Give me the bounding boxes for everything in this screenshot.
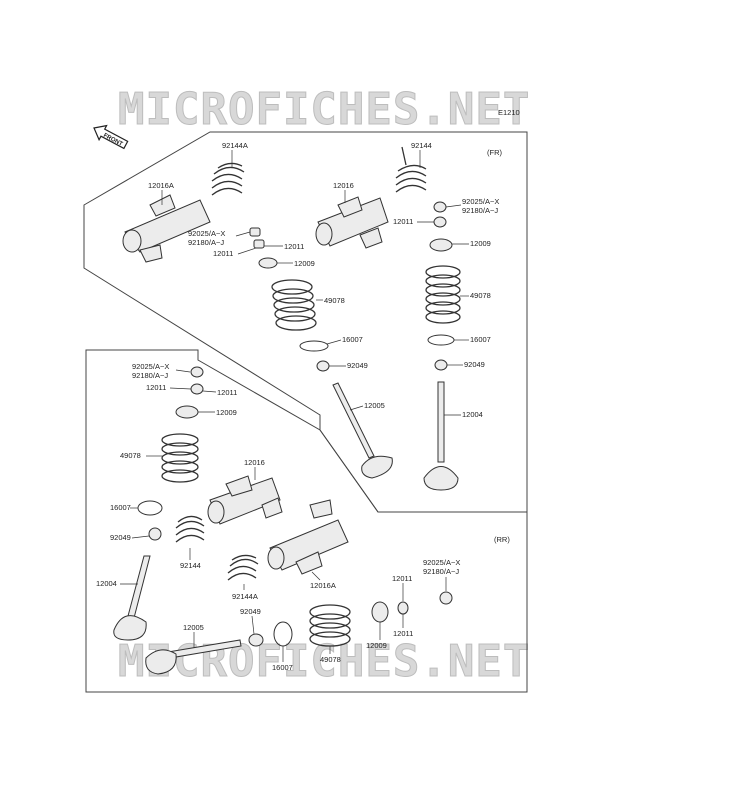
valve-spring-49078-fr-left — [271, 279, 317, 331]
cap-rr-left — [190, 366, 204, 378]
cap-fr-right — [433, 201, 447, 213]
label-12004-fr: 12004 — [462, 410, 483, 419]
label-12011b-rr-left: 12011 — [217, 388, 237, 397]
valve-spring-49078-fr-right — [425, 265, 461, 324]
seal-rr-left — [148, 527, 162, 541]
valve-12004-fr — [423, 381, 459, 491]
label-92049-fr-right: 92049 — [464, 360, 485, 369]
label-12009-fr-right: 12009 — [470, 239, 491, 248]
torsion-spring-92144A-rr — [227, 554, 259, 581]
seal-fr-left — [316, 360, 330, 372]
retainer-rr-right — [371, 601, 389, 623]
rocker-arm-12016A-rr — [267, 499, 349, 575]
label-49078-fr-left: 49078 — [324, 296, 345, 305]
label-16007-fr-left: 16007 — [342, 335, 363, 344]
label-16007-rr-left: 16007 — [110, 503, 131, 512]
label-92049-rr-bottom: 92049 — [240, 607, 261, 616]
keeper-rr-left — [190, 383, 204, 395]
watermark-top: MICROFICHES.NET — [118, 84, 530, 135]
label-92144-fr: 92144 — [411, 141, 432, 150]
keeper-rr-right — [397, 601, 409, 615]
label-92049-fr-left: 92049 — [347, 361, 368, 370]
label-12011-rr-right: 12011 — [392, 574, 412, 583]
label-16007-fr-right: 16007 — [470, 335, 491, 344]
rocker-arm-12016-fr — [315, 196, 389, 249]
label-12009-rr-right: 12009 — [366, 641, 387, 650]
valve-12005-rr — [145, 639, 242, 675]
label-12009-rr-left: 12009 — [216, 408, 237, 417]
label-12011b-rr-right: 12011 — [393, 629, 413, 638]
section-rr-label: (RR) — [494, 535, 510, 544]
label-12005-rr: 12005 — [183, 623, 204, 632]
cap-rr-right — [439, 591, 453, 605]
label-12005-fr: 12005 — [364, 401, 385, 410]
label-92049-rr-left: 92049 — [110, 533, 131, 542]
label-92144A-rr: 92144A — [232, 592, 258, 601]
label-12011-fr-right: 12011 — [393, 217, 413, 226]
valve-12005-fr — [332, 382, 393, 479]
label-12016A-rr: 12016A — [310, 581, 336, 590]
figure-code: E1210 — [498, 108, 520, 117]
label-92144A-fr: 92144A — [222, 141, 248, 150]
seat-fr-right — [427, 334, 455, 346]
seat-fr-left — [299, 340, 329, 352]
label-49078-rr-bottom: 49078 — [320, 655, 341, 664]
label-12011-rr-left: 12011 — [146, 383, 166, 392]
label-92180-rr: 92180/A~J — [132, 371, 168, 380]
label-12011b-fr-left: 12011 — [213, 249, 233, 258]
rocker-arm-12016A-fr — [122, 194, 211, 263]
retainer-fr-right — [429, 238, 453, 252]
label-12009-fr-left: 12009 — [294, 259, 315, 268]
label-12016A-fr: 12016A — [148, 181, 174, 190]
label-92025-rr-right: 92025/A~X — [423, 558, 460, 567]
valve-12004-rr — [113, 555, 151, 641]
frame-rr — [85, 349, 528, 693]
label-92025-fr-left: 92025/A~X — [188, 229, 225, 238]
label-49078-rr: 49078 — [120, 451, 141, 460]
keeper-fr-right — [433, 216, 447, 228]
torsion-spring-92144A-fr — [211, 162, 245, 196]
label-12004-rr: 12004 — [96, 579, 117, 588]
rocker-arm-12016-rr — [207, 475, 283, 525]
cap-fr-left — [249, 227, 261, 237]
seal-fr-right — [434, 359, 448, 371]
retainer-fr-left — [258, 257, 278, 269]
label-49078-fr-right: 49078 — [470, 291, 491, 300]
watermark-bottom: MICROFICHES.NET — [118, 636, 530, 687]
seat-rr-left — [137, 500, 163, 516]
label-92180-fr-right: 92180/A~J — [462, 206, 498, 215]
label-12016-rr: 12016 — [244, 458, 265, 467]
section-fr-label: (FR) — [487, 148, 502, 157]
label-16007-rr-bottom: 16007 — [272, 663, 293, 672]
seal-rr-bottom — [248, 633, 264, 647]
label-92144-rr: 92144 — [180, 561, 201, 570]
label-92025-rr: 92025/A~X — [132, 362, 169, 371]
label-92180-fr-left: 92180/A~J — [188, 238, 224, 247]
label-12011-fr-left: 12011 — [284, 242, 304, 251]
label-92180-rr-right: 92180/A~J — [423, 567, 459, 576]
torsion-spring-92144-fr — [395, 146, 427, 193]
label-92025-fr-right: 92025/A~X — [462, 197, 499, 206]
torsion-spring-92144-rr — [175, 515, 205, 543]
label-12016-fr: 12016 — [333, 181, 354, 190]
retainer-rr-left — [175, 405, 199, 419]
valve-spring-49078-rr — [161, 433, 199, 483]
keeper-fr-left — [253, 239, 265, 249]
